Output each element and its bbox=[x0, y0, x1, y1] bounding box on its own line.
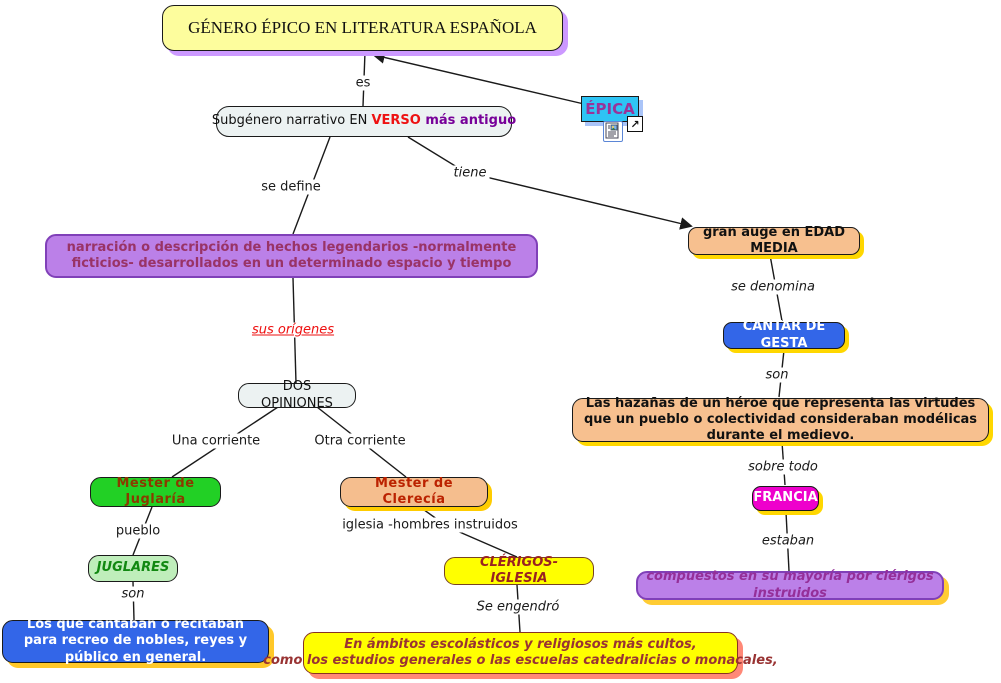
link-label-es: es bbox=[352, 75, 374, 91]
link-label-iglesia-hombres: iglesia -hombres instruidos bbox=[339, 517, 521, 533]
node-epica[interactable]: ÉPICA bbox=[581, 96, 639, 122]
node-narracion-definicion[interactable]: narración o descripción de hechos legend… bbox=[45, 234, 538, 278]
node-subgenero-narrativo[interactable]: Subgénero narrativo EN VERSO más antiguo bbox=[212, 106, 516, 137]
link-label-sus-origenes: sus orígenes bbox=[248, 322, 338, 338]
open-link-icon[interactable]: ↗ bbox=[627, 116, 643, 132]
subgenero-text-black: Subgénero narrativo EN bbox=[211, 113, 372, 129]
node-mester-de-juglaria[interactable]: Mester de Juglaría bbox=[90, 476, 221, 507]
link-label-tiene: tiene bbox=[450, 165, 490, 181]
node-cantar-de-gesta[interactable]: CANTAR DE GESTA bbox=[723, 319, 845, 351]
link-label-una-corriente: Una corriente bbox=[168, 433, 264, 449]
node-gran-auge-edad-media[interactable]: gran auge en EDAD MEDIA bbox=[688, 225, 860, 256]
link-label-son-right: son bbox=[762, 367, 792, 383]
node-compuestos-clerigos[interactable]: compuestos en su mayoría por clérigos in… bbox=[636, 569, 944, 601]
node-clerigos-descripcion[interactable]: En ámbitos escolásticos y religiosos más… bbox=[263, 632, 778, 674]
node-titulo-genero-epico[interactable]: GÉNERO ÉPICO EN LITERATURA ESPAÑOLA bbox=[162, 5, 563, 51]
document-image-glyph bbox=[605, 122, 619, 139]
subgenero-text-verso: VERSO bbox=[371, 113, 421, 129]
node-juglares[interactable]: JUGLARES bbox=[88, 555, 178, 582]
clerigos-descripcion-line2: como los estudios generales o las escuel… bbox=[263, 653, 778, 668]
node-juglares-descripcion[interactable]: Los que cantaban o recitaban para recreo… bbox=[2, 617, 269, 665]
node-dos-opiniones[interactable]: DOS OPINIONES bbox=[238, 379, 356, 411]
link-label-estaban: estaban bbox=[758, 533, 818, 549]
link-label-son-left: son bbox=[118, 586, 148, 602]
link-label-se-engendro: Se engendró bbox=[473, 599, 563, 615]
link-label-pueblo: pueblo bbox=[112, 523, 164, 539]
link-label-sobre-todo: sobre todo bbox=[745, 459, 821, 475]
clerigos-descripcion-line1: En ámbitos escolásticos y religiosos más… bbox=[344, 636, 697, 652]
node-mester-de-clerecia[interactable]: Mester de Clerecía bbox=[340, 476, 488, 507]
link-label-se-define: se define bbox=[258, 179, 324, 195]
node-francia[interactable]: FRANCIA bbox=[752, 486, 819, 511]
link-label-se-denomina: se denomina bbox=[728, 279, 818, 295]
resource-document-icon[interactable] bbox=[603, 121, 623, 142]
node-clerigos-iglesia[interactable]: CLÉRIGOS-IGLESIA bbox=[444, 555, 594, 586]
subgenero-text-mas-antiguo: más antiguo bbox=[420, 113, 517, 129]
link-label-otra-corriente: Otra corriente bbox=[311, 433, 409, 449]
node-hazanas-definicion[interactable]: Las hazañas de un héroe que representa l… bbox=[572, 396, 989, 443]
